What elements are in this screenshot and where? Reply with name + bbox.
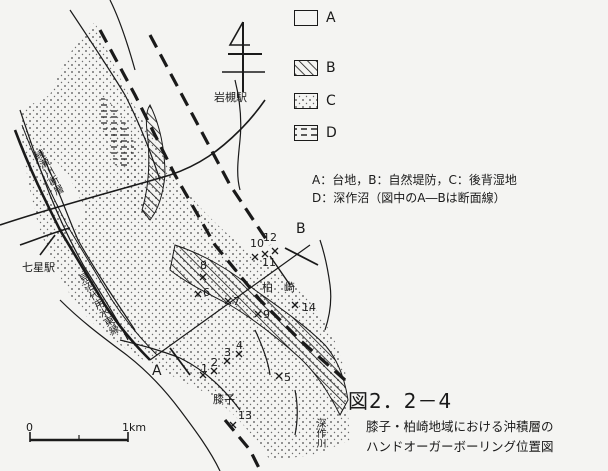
minuma-canal	[13, 124, 158, 361]
boring-label-11: 11	[262, 256, 276, 269]
legend-note-line2: D：深作沼（図中のA―Bは断面線）	[312, 191, 506, 205]
legend-swatch-a	[294, 10, 318, 26]
fukasaku-marsh-area	[100, 95, 135, 170]
legend-key-b: B	[326, 60, 336, 76]
label-hizako: 膝子	[213, 393, 235, 406]
label-kashiwazaki: 柏 崎	[262, 281, 295, 294]
legend-swatches	[294, 60, 318, 141]
boring-label-7: 7	[233, 295, 240, 308]
figure-caption-line2: ハンドオーガーボーリング位置図	[366, 439, 554, 454]
figure-number: 図2．2－4	[348, 389, 453, 413]
legend-swatch-b	[294, 60, 318, 76]
boring-label-10: 10	[250, 237, 264, 250]
boring-label-5: 5	[284, 371, 291, 384]
boring-label-2: 2	[211, 356, 218, 369]
section-marker-b: B	[296, 221, 306, 237]
legend-swatch-c	[294, 93, 318, 109]
boring-label-9: 9	[263, 308, 270, 321]
north-arrow-icon	[222, 21, 265, 92]
legend-key-a: A	[326, 10, 336, 26]
boring-label-3: 3	[224, 346, 231, 359]
boring-label-13: 13	[238, 409, 252, 422]
label-fukasaku-river: 深作川	[314, 418, 325, 448]
label-iwatsuki-station: 岩槻駅	[214, 91, 247, 104]
scale-label-one-km: 1km	[122, 421, 147, 434]
railway-lines	[0, 99, 266, 256]
boring-label-12: 12	[263, 231, 277, 244]
stream-lines	[19, 0, 332, 471]
scale-label-zero: 0	[26, 421, 33, 434]
section-marker-a: A	[152, 363, 162, 379]
boring-marks	[194, 247, 299, 429]
fault-lines	[98, 29, 347, 471]
boring-label-4: 4	[236, 339, 243, 352]
boring-label-14: 14	[302, 301, 316, 314]
scale-bar	[29, 432, 129, 442]
boring-label-1: 1	[201, 362, 208, 375]
figure-caption-line1: 膝子・柏崎地域における沖積層の	[366, 419, 554, 434]
boring-label-6: 6	[203, 286, 210, 299]
legend-key-d: D	[326, 125, 337, 141]
legend-key-c: C	[326, 93, 336, 109]
legend-swatch-d	[294, 125, 318, 141]
legend-note-line1: A：台地，B：自然堤防，C：後背湿地	[312, 173, 517, 187]
boring-label-8: 8	[200, 259, 207, 272]
label-nanasato-station: 七星駅	[22, 261, 55, 274]
